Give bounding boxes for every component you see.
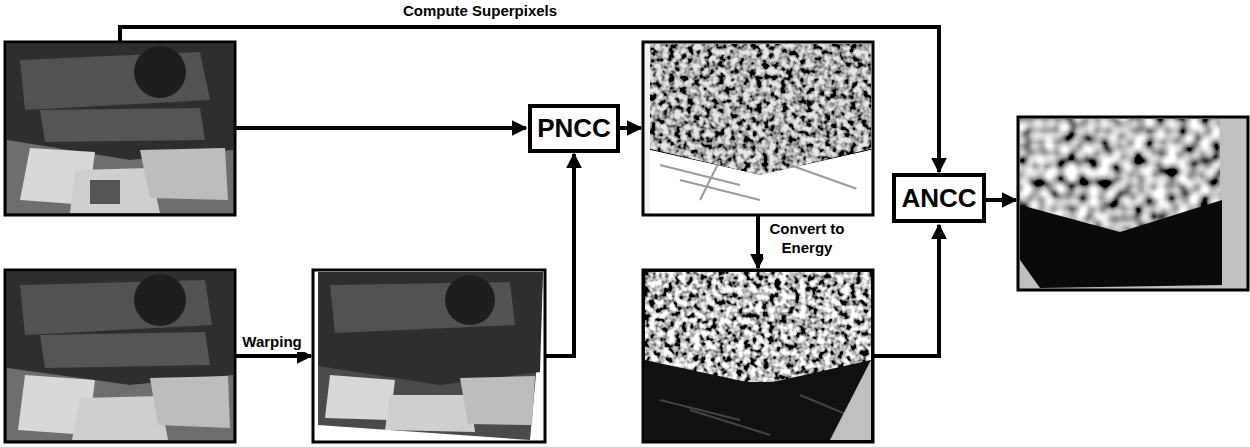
step-label: Compute Superpixels — [401, 2, 559, 21]
process-box: PNCC — [528, 104, 620, 153]
flow-arrow — [873, 225, 939, 356]
box-label: ANCC — [901, 185, 976, 211]
pncc-image — [643, 42, 873, 215]
flow-arrow — [620, 126, 641, 130]
step-label: Warping — [240, 333, 303, 352]
superpixel-arrow — [120, 27, 939, 172]
result-image — [1018, 117, 1248, 290]
flow-arrow — [756, 215, 760, 268]
step-label: Convert to Energy — [763, 220, 851, 258]
arrows — [120, 27, 1016, 356]
second-image — [5, 270, 235, 442]
reference-image — [5, 42, 235, 215]
process-box: ANCC — [892, 173, 986, 223]
flow-arrow — [235, 126, 526, 130]
warped-image — [313, 270, 545, 442]
flow-arrow — [985, 198, 1016, 202]
flow-arrow — [545, 154, 574, 356]
energy-image — [643, 270, 873, 442]
flow-arrow — [235, 354, 311, 358]
box-label: PNCC — [537, 115, 611, 141]
